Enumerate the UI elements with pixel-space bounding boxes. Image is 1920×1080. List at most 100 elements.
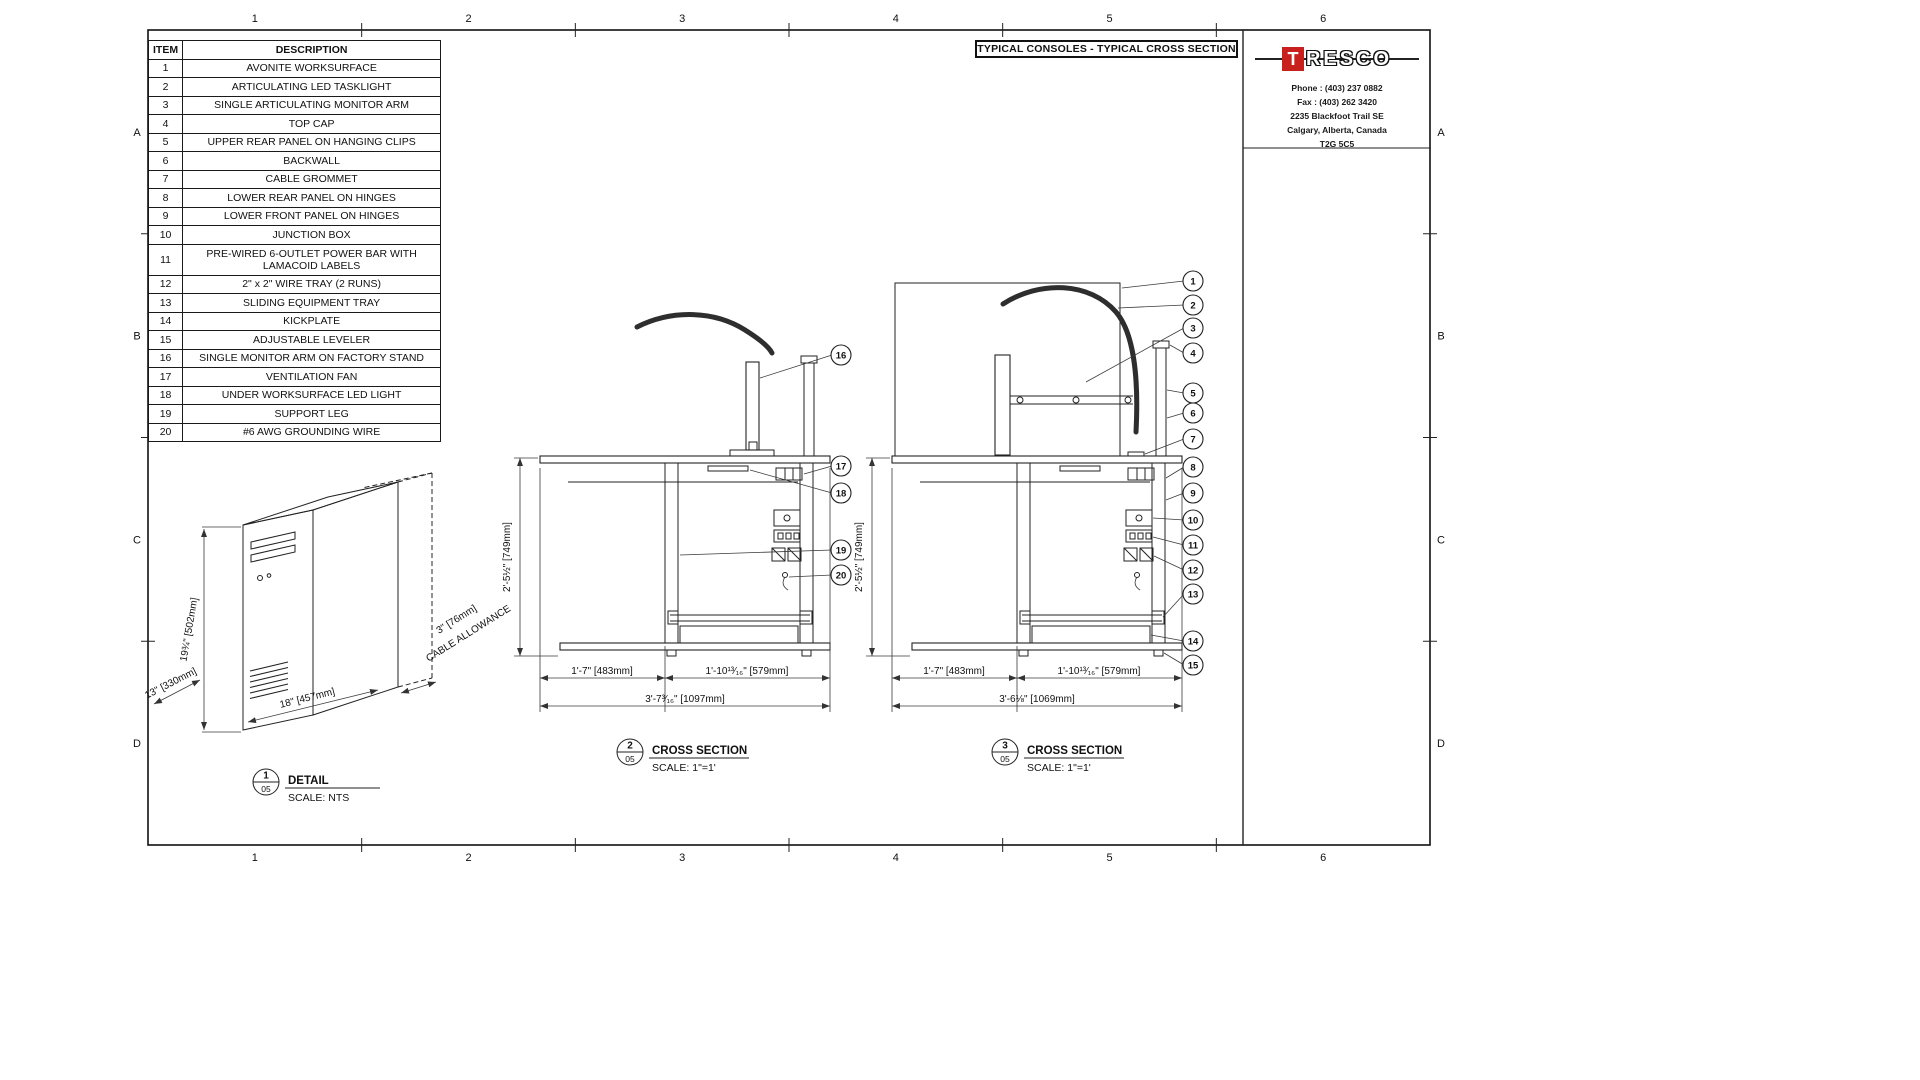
leader-line xyxy=(1144,438,1185,455)
view-sheet-number: 05 xyxy=(625,754,635,764)
company-title-block: T RESCO Phone : (403) 237 0882 Fax : (40… xyxy=(1251,46,1423,151)
callout-balloon xyxy=(1182,456,1204,478)
callout-balloon xyxy=(830,482,852,504)
cross-section-2-drawing: 1'-7" [483mm]1'-10¹³⁄₁₆" [579mm]3'-7³⁄₁₆… xyxy=(502,312,852,774)
callout-number: 12 xyxy=(1188,566,1199,577)
drive-slot xyxy=(250,544,296,563)
item-description-cell: CABLE GROMMET xyxy=(182,169,442,189)
item-number-cell: 18 xyxy=(147,385,184,405)
worksurface xyxy=(539,455,831,464)
power-led xyxy=(266,573,272,578)
callout-number: 19 xyxy=(836,546,847,557)
callout-number: 13 xyxy=(1188,590,1199,601)
leader-line xyxy=(679,549,833,556)
parts-table-header-row: ITEM DESCRIPTION xyxy=(147,40,442,60)
item-description-cell: 2" x 2" WIRE TRAY (2 RUNS) xyxy=(182,274,442,294)
item-number-cell: 8 xyxy=(147,188,184,208)
item-number-cell: 5 xyxy=(147,132,184,152)
drive-slot xyxy=(250,531,296,550)
grid-column-label: 2 xyxy=(465,852,471,864)
item-description-cell: LOWER FRONT PANEL ON HINGES xyxy=(182,206,442,226)
callout-balloon xyxy=(1182,270,1204,292)
base-plate xyxy=(559,642,831,651)
callout-balloon xyxy=(1182,534,1204,556)
callout-balloon xyxy=(830,455,852,477)
view-scale: SCALE: NTS xyxy=(288,792,349,804)
item-description-cell: ADJUSTABLE LEVELER xyxy=(182,330,442,350)
item-number-cell: 3 xyxy=(147,95,184,115)
power-outlet xyxy=(1145,532,1152,540)
item-number-cell: 12 xyxy=(147,274,184,294)
junction-box xyxy=(1125,509,1153,527)
leader-line xyxy=(1165,466,1185,479)
view-sheet-number: 05 xyxy=(261,784,271,794)
item-description-cell: SINGLE MONITOR ARM ON FACTORY STAND xyxy=(182,348,442,368)
cable-grommet xyxy=(1127,451,1145,457)
item-number-cell: 9 xyxy=(147,206,184,226)
leader-line xyxy=(1121,280,1185,289)
wire-tray xyxy=(787,547,802,562)
width-dimension xyxy=(247,688,379,724)
grounding-wire-lug xyxy=(782,572,788,578)
item-description-cell: UPPER REAR PANEL ON HANGING CLIPS xyxy=(182,132,442,152)
grid-row-label: D xyxy=(133,738,141,750)
item-number-cell: 19 xyxy=(147,404,184,424)
company-address: Phone : (403) 237 0882 Fax : (403) 262 3… xyxy=(1251,81,1423,151)
company-logo: T RESCO xyxy=(1251,46,1423,72)
support-leg-front xyxy=(1016,462,1031,644)
leader-line xyxy=(1169,344,1185,354)
dim-label-right: 1'-10¹³⁄₁₆" [579mm] xyxy=(1058,666,1141,677)
leader-line xyxy=(1150,634,1185,642)
company-fax: Fax : (403) 262 3420 xyxy=(1297,97,1377,108)
callout-balloon xyxy=(1182,317,1204,339)
callout-balloon xyxy=(1182,630,1204,652)
sheet-title-box: TYPICAL CONSOLES - TYPICAL CROSS SECTION xyxy=(975,40,1238,58)
wire-tray-diagonal xyxy=(771,547,786,562)
callout-balloon xyxy=(1182,342,1204,364)
item-number-cell: 17 xyxy=(147,367,184,387)
callout-number: 14 xyxy=(1188,637,1199,648)
callout-number: 5 xyxy=(1190,389,1196,400)
callout-number: 1 xyxy=(1190,277,1196,288)
vent-slit xyxy=(249,678,289,688)
under-worksurface-led-light xyxy=(707,465,749,472)
callout-balloon xyxy=(830,539,852,561)
callout-number: 3 xyxy=(1190,324,1195,335)
callout-balloon xyxy=(1182,583,1204,605)
support-leg-front xyxy=(664,462,679,644)
tasklight-arm xyxy=(1000,285,1140,435)
leader-line xyxy=(1153,555,1185,571)
callout-balloon xyxy=(1182,402,1204,424)
company-city: Calgary, Alberta, Canada xyxy=(1287,125,1387,136)
item-description-cell: ARTICULATING LED TASKLIGHT xyxy=(182,77,442,97)
top-cap xyxy=(1152,340,1170,349)
ventilation-fan xyxy=(1127,467,1155,481)
arm-joint xyxy=(1124,396,1132,404)
vent-slit xyxy=(249,672,289,683)
power-outlet xyxy=(1137,532,1144,540)
callout-number: 18 xyxy=(836,489,847,500)
tower-height-dim-label: 19¾" [502mm] xyxy=(179,597,201,663)
power-outlet xyxy=(793,532,800,540)
callout-number: 7 xyxy=(1190,435,1195,446)
logo-strike-line xyxy=(1255,58,1419,60)
item-description-cell: UNDER WORKSURFACE LED LIGHT xyxy=(182,385,442,405)
callout-balloon xyxy=(1182,428,1204,450)
grid-row-label: C xyxy=(1437,534,1445,546)
wire-tray-diagonal xyxy=(1123,547,1138,562)
leader-line xyxy=(1152,517,1185,521)
ventilation-fan xyxy=(775,467,803,481)
callout-balloon xyxy=(1182,654,1204,676)
item-description-cell: KICKPLATE xyxy=(182,311,442,331)
tower-side-face xyxy=(312,481,399,716)
company-phone: Phone : (403) 237 0882 xyxy=(1291,83,1383,93)
grid-column-label: 1 xyxy=(252,852,258,864)
item-description-cell: JUNCTION BOX xyxy=(182,225,442,245)
power-outlet xyxy=(777,532,784,540)
